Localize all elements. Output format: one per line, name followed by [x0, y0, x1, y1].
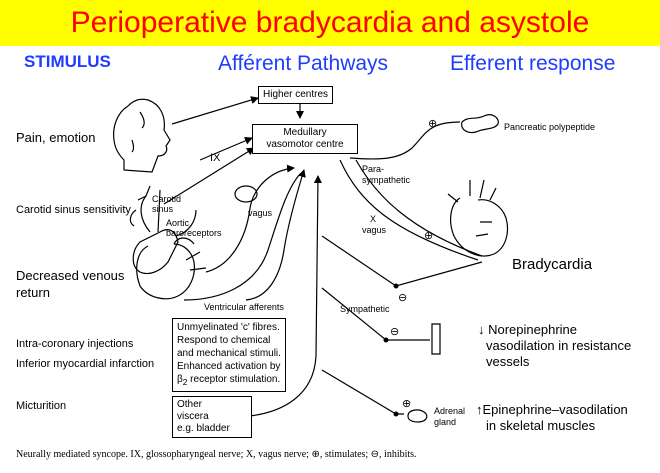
response-norepi-2: vasodilation in resistance: [486, 338, 632, 353]
fibres-line-5: β2 receptor stimulation.: [177, 373, 281, 389]
response-epi-2: in skeletal muscles: [486, 418, 596, 433]
stimulus-infarction: Inferior myocardial infarction: [16, 358, 155, 370]
title-banner: [0, 0, 660, 46]
label-para-2: sympathetic: [362, 175, 411, 185]
stimulus-carotid: Carotid sinus sensitivity: [16, 204, 131, 216]
afferent-heading: Afférent Pathways: [218, 52, 389, 75]
viscera-box: Other viscera e.g. bladder: [172, 396, 252, 438]
label-aortic-1: Aortic: [166, 218, 190, 228]
label-carotid-sinus-2: sinus: [152, 204, 174, 214]
sign-minus-heart: ⊖: [398, 292, 408, 304]
viscera-line-3: e.g. bladder: [177, 423, 230, 434]
medullary-line-2: vasomotor centre: [266, 139, 344, 150]
c-fibres-box: Unmyelinated 'c' fibres. Respond to chem…: [172, 318, 286, 392]
sign-plus-vagus: ⊕: [424, 230, 434, 242]
stimulus-pain: Pain, emotion: [16, 130, 96, 145]
response-norepi-1: ↓ Norepinephrine: [478, 322, 578, 337]
stimulus-coronary: Intra-coronary injections: [16, 338, 134, 350]
medullary-line-1: Medullary: [283, 127, 327, 138]
label-ix: IX: [210, 152, 221, 164]
medullary-box: Medullary vasomotor centre: [252, 124, 358, 154]
label-x: X: [370, 214, 377, 224]
stimulus-heading: STIMULUS: [24, 52, 111, 71]
viscera-line-2: viscera: [177, 411, 209, 422]
beta-symbol: β: [177, 374, 183, 385]
higher-centres-box: Higher centres: [258, 86, 334, 104]
label-vagus: vagus: [248, 208, 273, 218]
stimulus-venous-2: return: [16, 285, 50, 300]
response-norepi-3: vessels: [486, 354, 530, 369]
sign-plus-pancreatic: ⊕: [428, 118, 438, 130]
fibres-line-4: Enhanced activation by: [177, 361, 281, 372]
bradycardia-heart-drawing: [447, 179, 509, 257]
label-adrenal-2: gland: [434, 417, 457, 427]
viscera-line-1: Other: [177, 399, 203, 410]
head-drawing: [113, 98, 171, 173]
label-para-1: Para-: [362, 164, 385, 174]
label-carotid-sinus-1: Carotid: [152, 194, 182, 204]
pancreas-drawing: [461, 114, 499, 134]
response-pancreatic: Pancreatic polypeptide: [504, 122, 596, 132]
efferent-heading: Efferent response: [450, 52, 616, 75]
beta-subscript: 2: [182, 377, 188, 387]
figure-caption: Neurally mediated syncope. IX, glossopha…: [16, 449, 417, 460]
sign-minus-vessel: ⊖: [390, 326, 400, 338]
response-epi-1: ↑Epinephrine–vasodilation: [476, 402, 628, 417]
venous-heart-drawing: [136, 237, 207, 300]
label-x-vagus: vagus: [362, 225, 387, 235]
label-adrenal-1: Adrenal: [434, 406, 466, 416]
carotid-heart-drawing: [129, 185, 258, 275]
stimulus-venous-1: Decreased venous: [16, 268, 125, 283]
fibres-line-2: Respond to chemical: [177, 335, 271, 346]
label-sympathetic: Sympathetic: [340, 304, 390, 314]
vessel-drawing: [431, 323, 441, 355]
response-bradycardia: Bradycardia: [512, 256, 593, 273]
label-aortic-2: baroreceptors: [166, 228, 222, 238]
page-title: Perioperative bradycardia and asystole: [70, 6, 590, 39]
stimulus-micturition: Micturition: [16, 400, 67, 412]
fibres-line-1: Unmyelinated 'c' fibres.: [177, 322, 280, 333]
sign-plus-adrenal: ⊕: [402, 398, 412, 410]
adrenal-drawing: [407, 409, 428, 423]
fibres-line-5-text: receptor stimulation.: [187, 374, 281, 385]
label-ventricular: Ventricular afferents: [204, 302, 284, 312]
fibres-line-3: and mechanical stimuli.: [177, 348, 281, 359]
